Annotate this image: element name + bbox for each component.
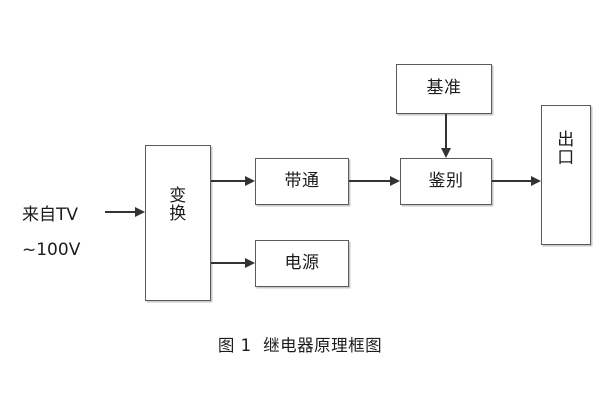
block-reference[interactable]: 基准 (396, 64, 492, 114)
block-transform[interactable]: 变 换 (145, 145, 211, 301)
figure-caption: 图 1 继电器原理框图 (217, 336, 383, 355)
input-source-line1: 来自TV (22, 205, 79, 225)
arrowhead-transform-to-power (245, 258, 255, 268)
block-output-label: 出 口 (557, 130, 575, 168)
arrowhead-discriminate-to-output (531, 176, 541, 186)
block-power-label: 电源 (284, 252, 320, 273)
connector-bandpass-to-discriminate (349, 180, 392, 182)
block-discriminate[interactable]: 鉴别 (400, 158, 492, 205)
block-power[interactable]: 电源 (255, 240, 349, 287)
input-source-line2: ~100V (22, 240, 81, 260)
block-transform-label: 变 换 (169, 186, 187, 224)
arrowhead-input-to-transform (135, 207, 145, 217)
arrowhead-reference-to-discriminate (441, 148, 451, 158)
block-output[interactable]: 出 口 (541, 105, 591, 245)
connector-discriminate-to-output (492, 180, 533, 182)
connector-transform-to-power (211, 262, 247, 264)
connector-input-to-transform (105, 211, 137, 213)
arrowhead-bandpass-to-discriminate (390, 176, 400, 186)
block-bandpass[interactable]: 带通 (255, 158, 349, 205)
block-bandpass-label: 带通 (284, 170, 320, 191)
block-reference-label: 基准 (426, 78, 462, 99)
connector-reference-to-discriminate (445, 114, 447, 150)
block-discriminate-label: 鉴别 (428, 170, 464, 191)
connector-transform-to-bandpass (211, 180, 247, 182)
arrowhead-transform-to-bandpass (245, 176, 255, 186)
